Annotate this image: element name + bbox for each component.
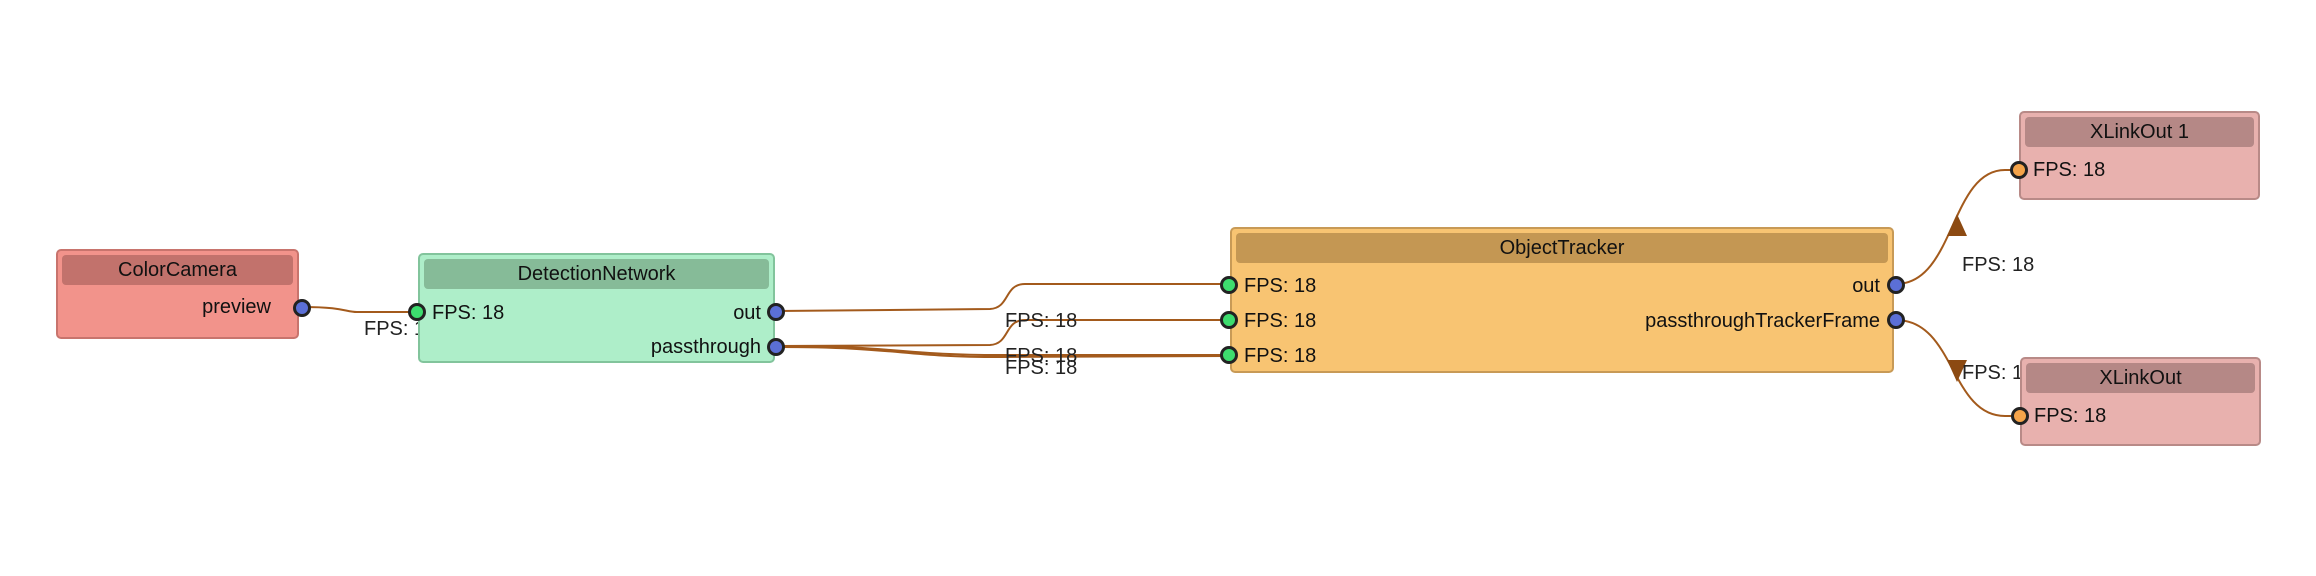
port-label-passthrough: passthroughTrackerFrame [1645,310,1880,332]
port-label-out: out [733,302,761,324]
input-port[interactable] [1220,276,1238,294]
input-port[interactable] [2010,161,2028,179]
port-label-input: FPS: 18 [1244,345,1317,367]
port-label-input: FPS: 18 [2034,405,2107,427]
node-title: DetectionNetwork [424,259,769,289]
connection-wire [301,306,415,313]
node-color-camera[interactable]: ColorCamera preview [56,249,299,339]
edge-fps-label: FPS: 1 [1962,362,2024,384]
output-port[interactable] [767,338,785,356]
input-port[interactable] [1220,346,1238,364]
port-label-out: out [1852,275,1880,297]
port-label-input: FPS: 18 [2033,159,2106,181]
output-port[interactable] [1887,276,1905,294]
edge-fps-label: FPS: 18 [1005,310,1078,332]
output-port[interactable] [293,299,311,317]
arrow-up-icon [1947,214,1967,236]
connection-wire [776,283,1227,312]
node-xlinkout[interactable]: XLinkOut FPS: 18 [2020,357,2261,446]
port-label-input: FPS: 18 [432,302,505,324]
port-label-input: FPS: 18 [1244,310,1317,332]
node-title: ColorCamera [62,255,293,285]
node-title: XLinkOut [2026,363,2255,393]
input-port[interactable] [1220,311,1238,329]
edge-fps-label: FPS: 18 [1005,357,1078,379]
edge-fps-label: FPS: 18 [1962,254,2035,276]
edge-fps-label: FPS: 18 [1005,345,1078,367]
node-title: XLinkOut 1 [2025,117,2254,147]
connection-wire [776,345,1227,356]
node-xlinkout-1[interactable]: XLinkOut 1 FPS: 18 [2019,111,2260,200]
port-label-passthrough: passthrough [650,336,761,358]
input-port[interactable] [2011,407,2029,425]
node-object-tracker[interactable]: ObjectTracker FPS: 18 FPS: 18 FPS: 18 ou… [1230,227,1894,373]
node-title: ObjectTracker [1236,233,1888,263]
input-port[interactable] [408,303,426,321]
port-label-preview: preview [202,296,271,318]
output-port[interactable] [1887,311,1905,329]
output-port[interactable] [767,303,785,321]
connection-wire [776,319,1227,347]
connection-wire [776,346,1228,359]
port-label-input: FPS: 18 [1244,275,1317,297]
node-detection-network[interactable]: DetectionNetwork FPS: 18 out passthrough [418,253,775,363]
arrow-down-icon [1947,360,1967,382]
edge-fps-label: FPS: 1 [364,318,426,340]
